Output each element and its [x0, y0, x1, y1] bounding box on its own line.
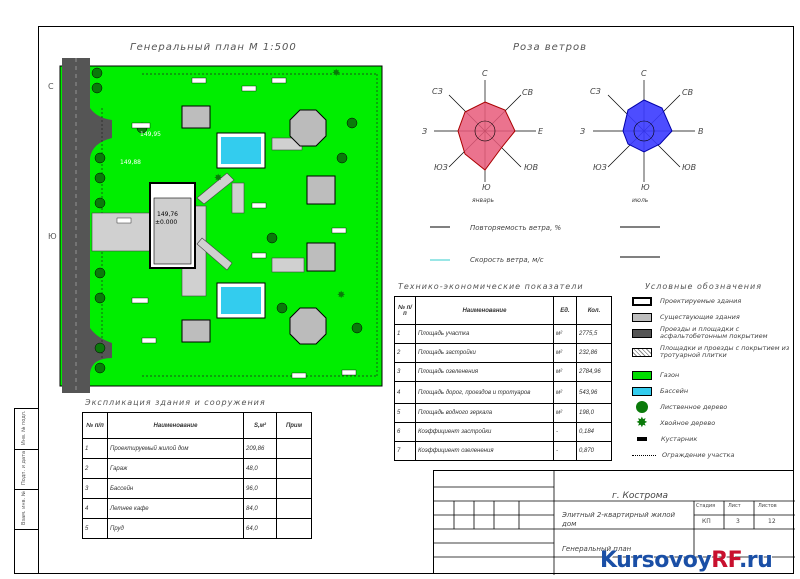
plan-title: Генеральный план М 1:500 — [130, 42, 297, 53]
stamp-sheet: 3 — [736, 518, 740, 525]
road — [62, 58, 112, 393]
svg-text:ЮЗ: ЮЗ — [593, 163, 607, 172]
drawing-frame — [38, 26, 794, 574]
title-block: г. Кострома Элитный 2-квартирный жилой д… — [433, 470, 795, 575]
svg-text:Е: Е — [538, 127, 544, 136]
legend-item: Бассейн — [632, 384, 688, 398]
legend-item: Газон — [632, 368, 679, 382]
svg-text:СЗ: СЗ — [590, 87, 601, 96]
side-stamp-strip: Инв. № подл. Подп. и дата Взам. инв. № — [14, 408, 39, 574]
pool-2 — [221, 287, 261, 314]
svg-text:±0.000: ±0.000 — [155, 219, 177, 226]
svg-text:З: З — [422, 127, 427, 136]
legend-swatch — [632, 296, 652, 306]
svg-text:июль: июль — [632, 197, 649, 204]
south-arrow: Ю — [48, 232, 57, 241]
svg-text:149,95: 149,95 — [140, 131, 161, 138]
svg-text:149,76: 149,76 — [157, 211, 178, 218]
conifer-tree-icon: ✸ — [636, 415, 648, 431]
svg-text:✸: ✸ — [337, 290, 345, 301]
deciduous-tree-icon — [636, 401, 648, 413]
shrub-icon — [637, 437, 647, 441]
svg-text:✸: ✸ — [332, 68, 340, 79]
legend-item: Кустарник — [632, 432, 697, 446]
legend-swatch — [632, 347, 652, 357]
legend-item: Проектируемые здания — [632, 294, 741, 308]
svg-text:СЗ: СЗ — [432, 87, 443, 96]
stamp-project: Элитный 2-квартирный жилой дом — [562, 511, 676, 528]
legend-item: Лиственное дерево — [632, 400, 727, 414]
svg-text:Повторяемость ветра, %: Повторяемость ветра, % — [470, 224, 562, 232]
pool-1 — [221, 137, 261, 164]
legend-item: Ограждение участка — [632, 448, 734, 462]
legend-item: Существующие здания — [632, 310, 740, 324]
svg-text:СВ: СВ — [682, 88, 693, 97]
legend-item: Проезды и площадки с асфальтобетонным по… — [632, 326, 792, 340]
legend-item: ✸Хвойное дерево — [636, 415, 716, 431]
wind-roses: С СВ Е ЮВ Ю ЮЗ З СЗ С СВ В ЮВ Ю ЮЗ З СЗ январь и… — [422, 69, 704, 264]
svg-text:З: З — [580, 127, 585, 136]
legend-title: Условные обозначения — [645, 282, 763, 291]
site-watermark-logo: KursovoyRF.ru — [600, 548, 773, 573]
svg-text:ЮВ: ЮВ — [682, 163, 696, 172]
wind-title: Роза ветров — [513, 42, 588, 53]
explication-title: Экспликация здания и сооружения — [85, 398, 266, 407]
legend-swatch — [632, 386, 652, 396]
wind-rose-july — [622, 99, 673, 153]
wind-rose-january — [457, 101, 516, 171]
tep-title: Технико-экономические показатели — [398, 282, 584, 291]
svg-text:Ю: Ю — [482, 183, 491, 192]
svg-text:ЮЗ: ЮЗ — [434, 163, 448, 172]
svg-text:149,88: 149,88 — [120, 159, 141, 166]
stamp-sheets: 12 — [768, 518, 776, 525]
fence-icon — [632, 454, 656, 456]
legend-swatch — [632, 370, 652, 380]
svg-text:✸: ✸ — [214, 173, 222, 184]
svg-text:С: С — [641, 69, 647, 78]
svg-text:С: С — [482, 69, 488, 78]
stamp-stage: КП — [702, 518, 711, 525]
legend-item: Площадки и проезды с покрытием из тротуа… — [632, 345, 792, 359]
svg-text:январь: январь — [472, 197, 495, 204]
svg-text:Скорость ветра, м/с: Скорость ветра, м/с — [470, 256, 544, 264]
svg-text:Ю: Ю — [641, 183, 650, 192]
stamp-sheet-title: Генеральный план — [562, 545, 632, 553]
north-arrow: С — [48, 82, 54, 91]
svg-text:В: В — [698, 127, 704, 136]
legend-swatch — [632, 312, 652, 322]
stamp-city: г. Кострома — [612, 491, 669, 501]
site-plan: ✸ ✸ ✸ 149,95 149,88 149,76 ±0.000 — [59, 58, 383, 393]
garage — [181, 105, 211, 129]
svg-text:ЮВ: ЮВ — [524, 163, 538, 172]
svg-text:СВ: СВ — [522, 88, 533, 97]
legend-swatch — [632, 328, 652, 338]
